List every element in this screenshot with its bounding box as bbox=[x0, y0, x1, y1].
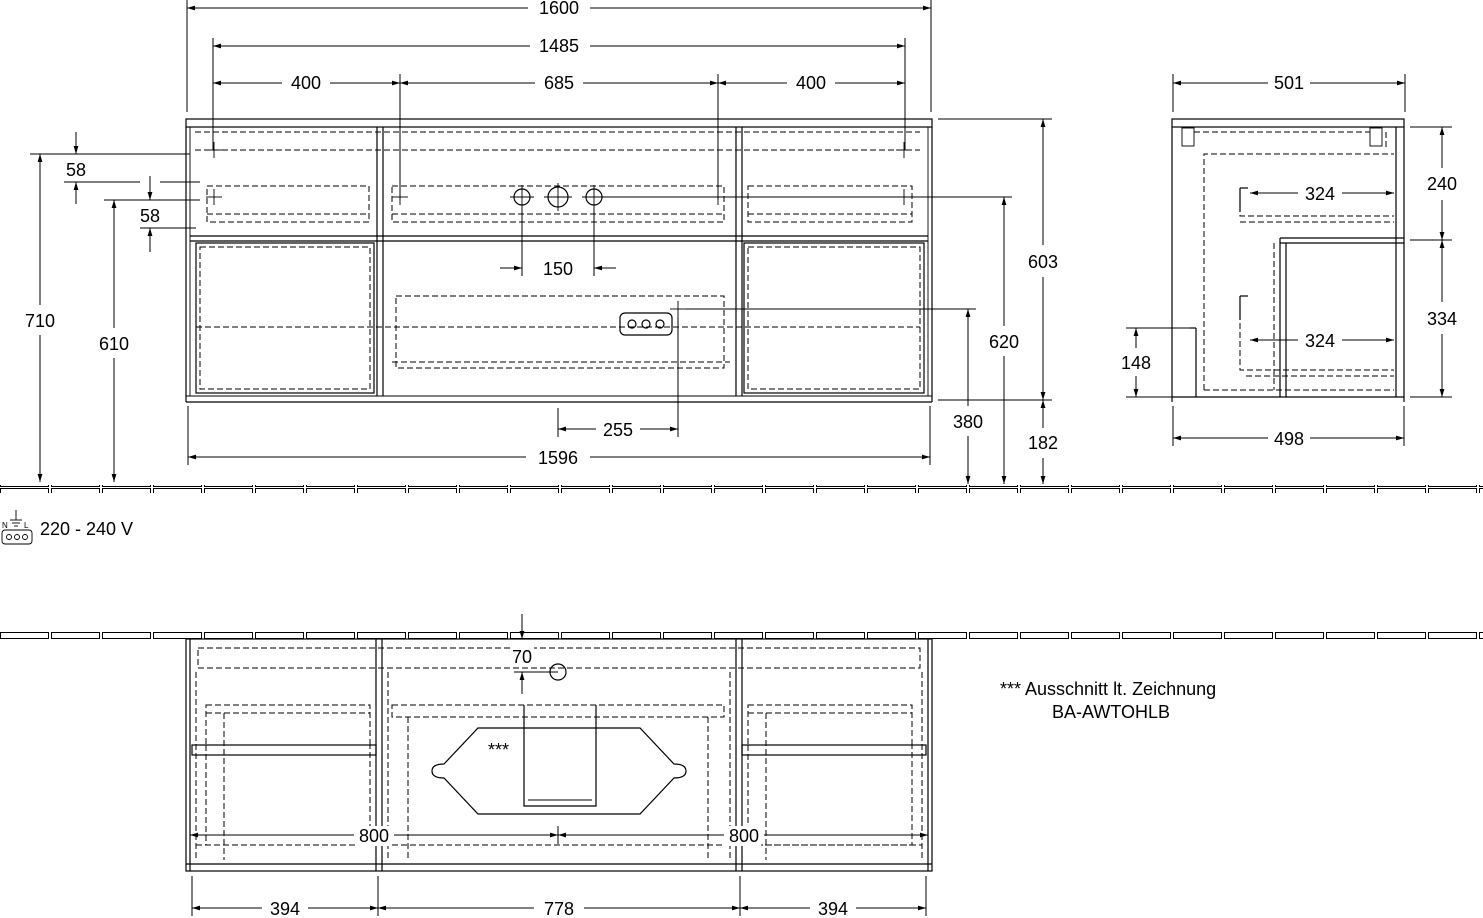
side-view bbox=[1171, 118, 1405, 402]
socket-ground-icon: N L bbox=[1, 510, 33, 545]
label-background bbox=[1025, 252, 1061, 272]
top-dimension-labels: 70 800 800 394 778 394 bbox=[267, 647, 851, 918]
label-background bbox=[815, 899, 851, 918]
dim-top-right-half: 800 bbox=[729, 826, 759, 846]
label-background bbox=[540, 259, 576, 279]
label-background bbox=[63, 160, 89, 180]
dim-tap-height: 620 bbox=[989, 332, 1019, 352]
dim-socket-offset: 255 bbox=[603, 420, 633, 440]
dim-top-right-section: 394 bbox=[818, 899, 848, 918]
dim-side-upper-height: 240 bbox=[1427, 174, 1457, 194]
dim-tap-spacing: 150 bbox=[543, 259, 573, 279]
dim-top-middle-section: 778 bbox=[544, 899, 574, 918]
label-background bbox=[1302, 184, 1338, 204]
dim-front-inner-width: 1485 bbox=[539, 36, 579, 56]
label-background bbox=[1424, 309, 1460, 329]
label-background bbox=[137, 206, 163, 226]
label-background bbox=[541, 73, 577, 93]
label-background bbox=[267, 899, 303, 918]
dim-top-left-section: 394 bbox=[270, 899, 300, 918]
label-background bbox=[536, 0, 582, 18]
top-dimensions bbox=[190, 614, 928, 916]
label-background bbox=[535, 448, 581, 468]
power-legend: N L 220 - 240 V bbox=[1, 510, 133, 545]
label-background bbox=[726, 826, 762, 846]
label-background bbox=[536, 36, 582, 56]
label-background bbox=[541, 899, 577, 918]
dim-cabinet-height: 603 bbox=[1028, 252, 1058, 272]
front-dimension-labels: 1600 1485 400 685 400 58 58 710 610 150 … bbox=[22, 0, 1061, 468]
dim-side-lower-drawer: 324 bbox=[1305, 331, 1335, 351]
label-background bbox=[1302, 331, 1338, 351]
label-background bbox=[1118, 353, 1154, 373]
top-view: *** bbox=[185, 638, 933, 872]
dim-front-right-section: 400 bbox=[796, 73, 826, 93]
dim-front-drawer-offset: 58 bbox=[140, 206, 160, 226]
floor-line-front bbox=[0, 485, 1483, 493]
cutout-marker: *** bbox=[488, 740, 509, 760]
label-background bbox=[793, 73, 829, 93]
dim-side-upper-drawer: 324 bbox=[1305, 184, 1335, 204]
socket-outlet bbox=[619, 312, 673, 336]
side-dimensions bbox=[1126, 74, 1452, 446]
dim-top-wall-offset: 70 bbox=[512, 647, 532, 667]
dim-side-lower-height: 334 bbox=[1427, 309, 1457, 329]
label-background bbox=[986, 332, 1022, 352]
label-background bbox=[486, 740, 512, 760]
side-dimension-labels: 501 324 324 240 334 148 498 bbox=[1118, 73, 1460, 449]
dim-side-base-depth: 498 bbox=[1274, 429, 1304, 449]
label-background bbox=[356, 826, 392, 846]
cutout-note: *** Ausschnitt lt. Zeichnung BA-AWTOHLB bbox=[1000, 679, 1216, 722]
basin-cutout bbox=[431, 727, 687, 815]
dim-front-middle-section: 685 bbox=[544, 73, 574, 93]
tap-holes bbox=[510, 183, 606, 211]
label-background bbox=[22, 311, 58, 331]
front-view bbox=[185, 118, 933, 403]
dim-floor-clearance: 182 bbox=[1028, 433, 1058, 453]
label-background bbox=[288, 73, 324, 93]
label-background bbox=[96, 334, 132, 354]
dim-side-total-depth: 501 bbox=[1274, 73, 1304, 93]
cutout-note-line1: *** Ausschnitt lt. Zeichnung bbox=[1000, 679, 1216, 699]
svg-text:L: L bbox=[24, 521, 29, 530]
floor-line-top-wall bbox=[0, 631, 1483, 639]
dim-side-cut-height: 148 bbox=[1121, 353, 1151, 373]
dim-front-total-height: 710 bbox=[25, 311, 55, 331]
power-voltage-label: 220 - 240 V bbox=[40, 519, 133, 539]
svg-text:N: N bbox=[2, 521, 8, 530]
label-background bbox=[1025, 433, 1061, 453]
dim-front-total-width: 1600 bbox=[539, 0, 579, 18]
dim-front-left-section: 400 bbox=[291, 73, 321, 93]
dim-front-base-width: 1596 bbox=[538, 448, 578, 468]
label-background bbox=[1424, 174, 1460, 194]
label-background bbox=[1271, 429, 1307, 449]
dim-front-top-offset: 58 bbox=[66, 160, 86, 180]
label-background bbox=[1271, 73, 1307, 93]
dim-socket-height: 380 bbox=[953, 412, 983, 432]
label-background bbox=[509, 647, 535, 667]
cutout-note-line2: BA-AWTOHLB bbox=[1052, 702, 1170, 722]
front-dimensions bbox=[30, 0, 1052, 484]
label-background bbox=[600, 420, 636, 440]
dim-top-left-half: 800 bbox=[359, 826, 389, 846]
label-background bbox=[950, 412, 986, 432]
dim-front-lower-height: 610 bbox=[99, 334, 129, 354]
